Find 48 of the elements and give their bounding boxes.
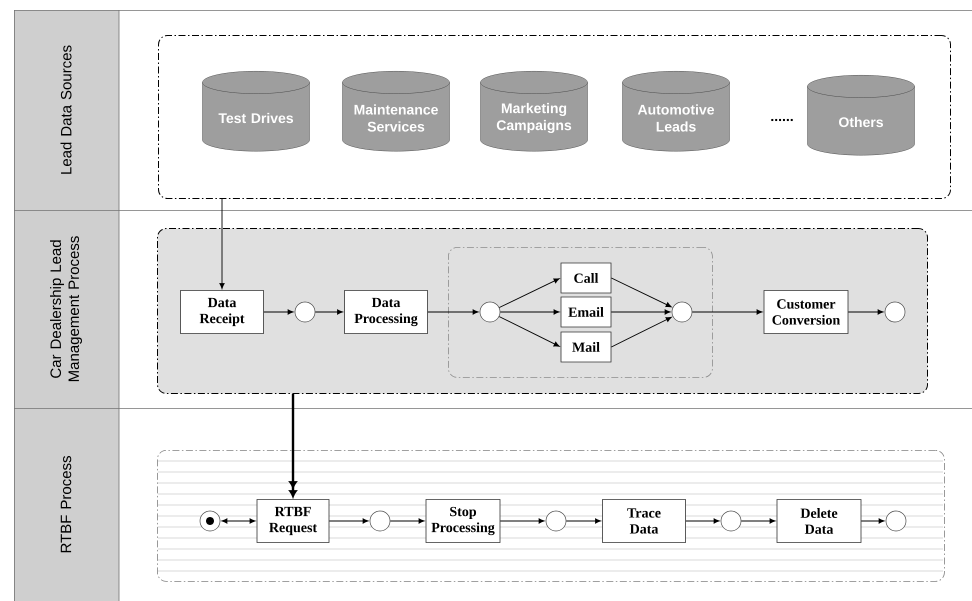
process-box: Call bbox=[560, 262, 612, 294]
arrow bbox=[328, 518, 368, 524]
arrow bbox=[692, 309, 762, 315]
event-circle bbox=[370, 510, 390, 532]
event-circle bbox=[546, 510, 566, 532]
arrow bbox=[848, 309, 884, 315]
process-box: Mail bbox=[560, 332, 612, 362]
process-box: Data Receipt bbox=[180, 290, 264, 334]
database-cylinder: Maintenance Services bbox=[342, 71, 450, 152]
arrow bbox=[610, 316, 672, 348]
arrow bbox=[566, 518, 601, 524]
arrow bbox=[222, 518, 256, 524]
arrow bbox=[314, 309, 343, 315]
process-box: Delete Data bbox=[776, 499, 862, 543]
arrow bbox=[498, 278, 560, 308]
event-circle bbox=[672, 302, 692, 322]
node-label: Car Dealership Lead Management Process bbox=[50, 236, 82, 382]
process-box: Email bbox=[560, 296, 612, 328]
start-circle bbox=[200, 510, 220, 532]
arrow bbox=[263, 309, 294, 315]
arrow bbox=[219, 198, 225, 289]
arrow bbox=[500, 309, 560, 315]
arrow bbox=[498, 316, 560, 347]
event-circle bbox=[886, 510, 906, 532]
event-circle bbox=[294, 302, 316, 322]
arrow bbox=[289, 394, 297, 498]
arrow bbox=[610, 309, 670, 315]
process-box: Customer Conversion bbox=[764, 290, 848, 334]
dashed-group-box bbox=[448, 246, 713, 378]
database-cylinder: Automotive Leads bbox=[622, 71, 730, 152]
arrow bbox=[427, 309, 478, 315]
database-cylinder: Others bbox=[807, 75, 915, 156]
arrow bbox=[390, 518, 424, 524]
process-box: Trace Data bbox=[602, 499, 686, 543]
arrow bbox=[740, 518, 776, 524]
database-cylinder: Marketing Campaigns bbox=[480, 71, 588, 152]
arrow bbox=[860, 518, 884, 524]
event-circle bbox=[884, 302, 906, 322]
arrow bbox=[500, 518, 544, 524]
process-box: Stop Processing bbox=[426, 499, 500, 543]
arrow bbox=[685, 518, 720, 524]
event-circle bbox=[480, 302, 500, 322]
process-box: RTBF Request bbox=[256, 499, 330, 543]
ellipsis-text: ...... bbox=[771, 118, 793, 122]
arrow bbox=[610, 278, 672, 308]
process-box: Data Processing bbox=[344, 290, 428, 334]
database-cylinder: Test Drives bbox=[202, 71, 310, 152]
event-circle bbox=[720, 510, 742, 532]
